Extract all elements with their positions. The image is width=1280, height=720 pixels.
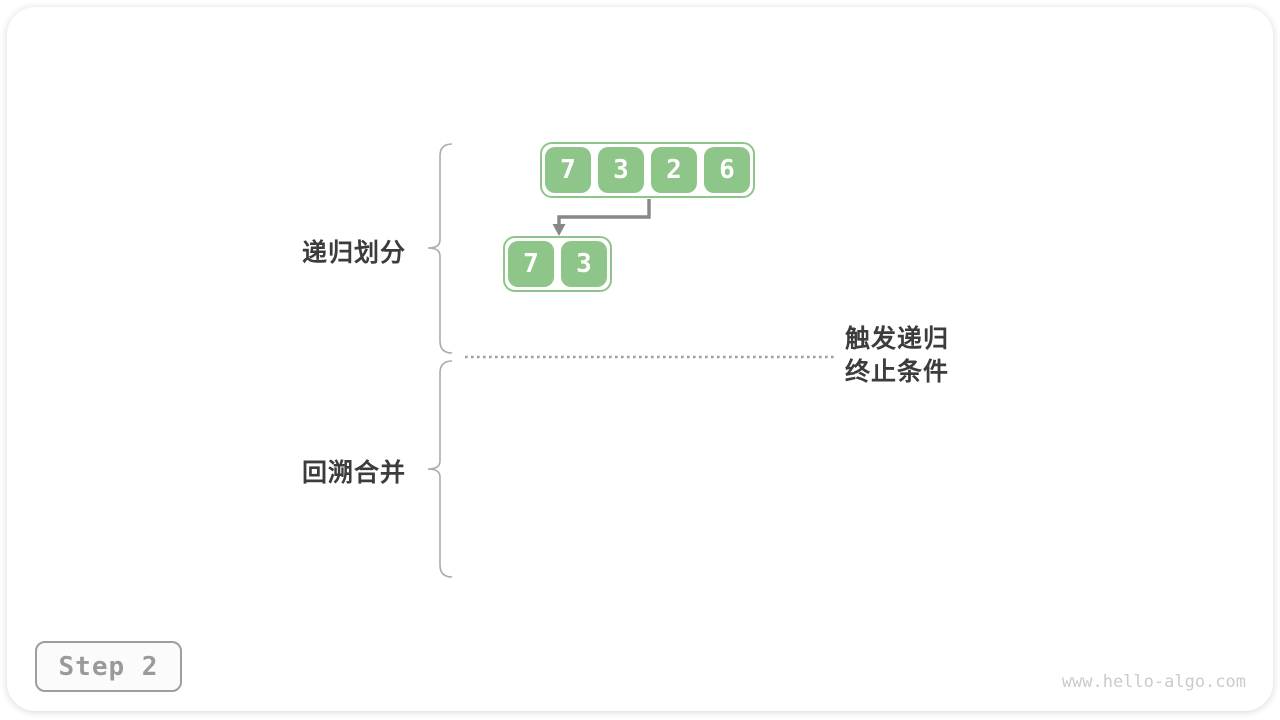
step-badge: Step 2 (35, 641, 182, 692)
array-cell: 7 (508, 241, 554, 287)
array-top: 7 3 2 6 (540, 142, 755, 198)
array-cell: 7 (545, 147, 591, 193)
diagram-card (7, 7, 1273, 711)
watermark: www.hello-algo.com (1061, 672, 1246, 692)
label-termination-condition: 触发递归 终止条件 (845, 323, 949, 389)
array-cell: 3 (598, 147, 644, 193)
label-termination-line2: 终止条件 (845, 358, 950, 386)
array-sub: 7 3 (503, 236, 612, 292)
label-termination-line1: 触发递归 (845, 325, 950, 353)
label-recursive-partition: 递归划分 (301, 239, 406, 267)
array-cell: 6 (704, 147, 750, 193)
array-cell: 3 (561, 241, 607, 287)
array-cell: 2 (651, 147, 697, 193)
label-backtrack-merge: 回溯合并 (301, 459, 406, 487)
